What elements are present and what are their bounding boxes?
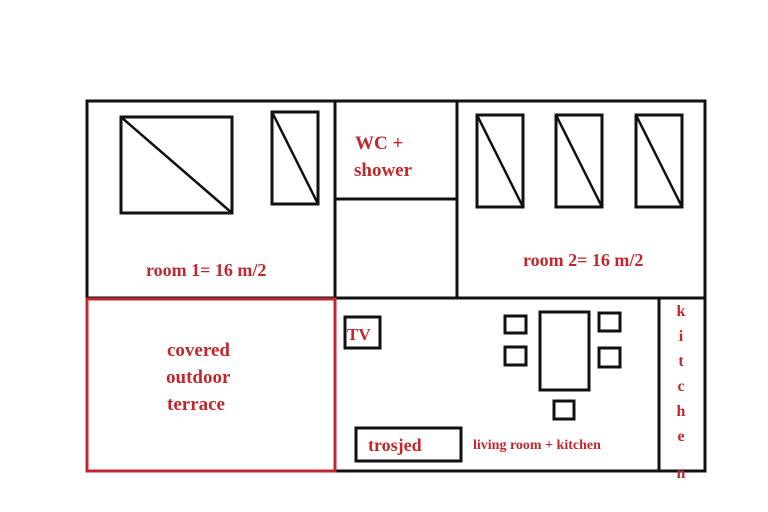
sofa	[354, 426, 463, 463]
room2-bed-2	[554, 113, 604, 209]
chair-bottom-left	[503, 345, 528, 367]
chair-top-left	[503, 314, 528, 335]
terrace-label-line1: covered	[167, 340, 230, 361]
room1-bed-single	[270, 110, 320, 206]
kitchen-letter: i	[679, 328, 684, 345]
kitchen-letter: t	[678, 353, 684, 370]
room1-bed-large	[119, 115, 234, 215]
wc-label-line2: shower	[354, 160, 413, 181]
tv-unit	[343, 315, 382, 350]
room1-label: room 1= 16 m/2	[146, 260, 266, 280]
wc-label-line1: WC +	[355, 133, 403, 154]
room2-bed-3	[634, 113, 684, 209]
chair-bottom-right	[597, 346, 622, 369]
kitchen-letter: h	[677, 403, 686, 420]
living-room-label: living room + kitchen	[473, 438, 601, 453]
terrace-label-line3: terrace	[167, 394, 225, 415]
chair-top-right	[597, 311, 622, 333]
kitchen-letter: n	[677, 465, 686, 482]
terrace-label-line2: outdoor	[166, 367, 231, 388]
outer-wall	[85, 99, 707, 473]
room2-label: room 2= 16 m/2	[523, 250, 643, 270]
tv-label: TV	[347, 325, 371, 344]
terrace-outline	[85, 297, 337, 473]
kitchen-letter: c	[677, 378, 684, 395]
dining-table	[538, 310, 591, 392]
kitchen-letter: e	[677, 428, 684, 445]
sofa-label: trosjed	[368, 435, 422, 455]
room2-bed-1	[475, 113, 525, 209]
chair-bottom	[552, 399, 576, 421]
kitchen-letter: k	[677, 303, 686, 320]
